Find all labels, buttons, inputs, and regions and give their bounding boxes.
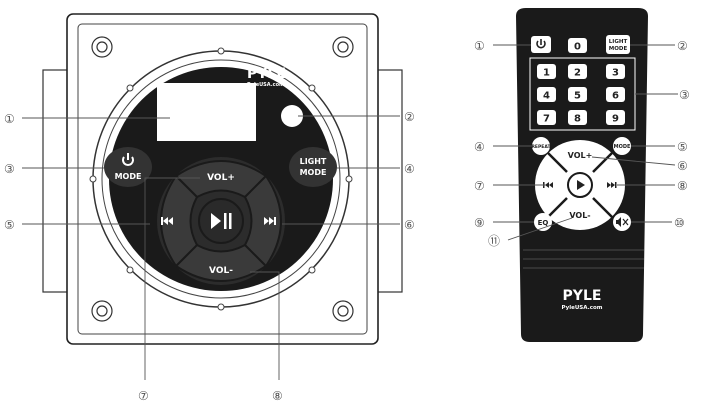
remote-key-8[interactable]: 8	[568, 110, 587, 125]
mode-button[interactable]: MODE	[104, 147, 152, 187]
remote-callout-5: ⑤	[677, 140, 688, 154]
remote-brand-sub: PyleUSA.com	[562, 305, 603, 311]
remote-power-button[interactable]	[531, 36, 551, 53]
unit-callout-5: ⑤	[4, 218, 15, 232]
remote-key-1[interactable]: 1	[537, 64, 556, 79]
unit-callout-2: ②	[404, 110, 415, 124]
remote-repeat-button[interactable]: REPEAT	[531, 137, 551, 155]
remote-light-mode-button[interactable]: LIGHT MODE	[606, 35, 630, 54]
left-flange	[42, 69, 71, 293]
remote-callout-7: ⑦	[474, 179, 485, 193]
remote-key-5[interactable]: 5	[568, 87, 587, 102]
remote-key-3-label: 3	[612, 68, 619, 79]
numeric-keypad: 1 2 3 4 5 6 7 8 9	[537, 64, 625, 125]
unit-callout-6: ⑥	[404, 218, 415, 232]
light-mode-label-top: LIGHT	[300, 157, 327, 166]
remote-key-4[interactable]: 4	[537, 87, 556, 102]
remote-dpad: VOL+ VOL-	[535, 140, 625, 230]
remote-mode-button[interactable]: MODE	[613, 137, 631, 155]
remote-key-9-label: 9	[612, 114, 619, 125]
ir-sensor	[281, 105, 303, 127]
remote-callout-10: ⑩	[674, 216, 685, 230]
remote-light-label-top: LIGHT	[609, 39, 628, 45]
remote-callout-1: ①	[474, 39, 485, 53]
unit-leader-lines	[22, 115, 400, 380]
remote-eq-label: EQ	[538, 219, 549, 227]
plate-inner-border	[77, 23, 368, 335]
remote-key-5-label: 5	[574, 91, 581, 102]
unit-brand: PYLE	[247, 66, 286, 82]
prev-icon	[161, 217, 173, 225]
prev-button[interactable]	[160, 174, 199, 268]
remote-key-2-label: 2	[574, 68, 581, 79]
remote-key-6[interactable]: 6	[606, 87, 625, 102]
remote-key-0-label: 0	[574, 42, 581, 53]
vol-up-label: VOL+	[207, 173, 235, 183]
unit-callouts: ① ② ③ ④ ⑤ ⑥ ⑦ ⑧	[4, 110, 415, 403]
remote-mode-label: MODE	[614, 144, 631, 150]
remote-key-8-label: 8	[574, 114, 581, 125]
remote-control: 0 LIGHT MODE 1 2 3 4 5 6 7 8 9 REPEAT MO…	[516, 8, 648, 342]
remote-key-7[interactable]: 7	[537, 110, 556, 125]
remote-power-icon	[536, 39, 546, 49]
unit-callout-4: ④	[404, 162, 415, 176]
remote-callout-6: ⑥	[677, 159, 688, 173]
remote-vol-down-label[interactable]: VOL-	[569, 211, 590, 220]
remote-callout-9: ⑨	[474, 216, 485, 230]
remote-callout-11: ⑪	[488, 234, 500, 248]
remote-brand: PYLE	[563, 288, 602, 304]
remote-repeat-label: REPEAT	[531, 144, 551, 150]
mute-icon	[616, 217, 629, 227]
remote-key-1-label: 1	[543, 68, 550, 79]
remote-key-6-label: 6	[612, 91, 619, 102]
remote-leader-lines	[493, 44, 678, 241]
screw-holes	[91, 36, 354, 322]
head-unit: PYLE PyleUSA.com MODE LIGHT MODE VOL+ VO…	[42, 13, 403, 345]
play-pause-icon	[211, 213, 232, 229]
remote-callout-2: ②	[677, 39, 688, 53]
remote-key-2[interactable]: 2	[568, 64, 587, 79]
unit-callout-8: ⑧	[272, 389, 283, 403]
light-mode-label-bottom: MODE	[300, 168, 327, 177]
remote-mute-button[interactable]	[613, 213, 631, 231]
remote-key-3[interactable]: 3	[606, 64, 625, 79]
remote-key-7-label: 7	[543, 114, 550, 125]
unit-callout-1: ①	[4, 112, 15, 126]
right-flange	[374, 69, 403, 293]
remote-play-button[interactable]	[567, 172, 593, 198]
remote-light-label-bottom: MODE	[609, 46, 628, 52]
mode-button-label: MODE	[115, 172, 142, 181]
power-icon	[122, 153, 134, 166]
vol-down-label: VOL-	[209, 266, 233, 276]
remote-callout-4: ④	[474, 140, 485, 154]
unit-callout-7: ⑦	[138, 389, 149, 403]
remote-callout-3: ③	[679, 88, 690, 102]
next-button[interactable]	[243, 174, 282, 268]
remote-callouts: ① ② ③ ④ ⑤ ⑥ ⑦ ⑧ ⑨ ⑩ ⑪	[474, 39, 690, 248]
unit-callout-3: ③	[4, 162, 15, 176]
unit-brand-sub: PyleUSA.com	[247, 82, 284, 88]
lcd-display	[157, 83, 256, 141]
next-icon	[264, 217, 276, 225]
play-pause-button[interactable]	[198, 198, 244, 244]
remote-key-9[interactable]: 9	[606, 110, 625, 125]
remote-next-icon[interactable]	[607, 182, 617, 188]
remote-vol-up-label[interactable]: VOL+	[568, 151, 593, 160]
light-mode-button[interactable]: LIGHT MODE	[289, 147, 337, 187]
remote-key-4-label: 4	[543, 91, 550, 102]
remote-play-icon	[577, 180, 585, 190]
remote-key-0[interactable]: 0	[568, 38, 587, 53]
remote-callout-8: ⑧	[677, 179, 688, 193]
